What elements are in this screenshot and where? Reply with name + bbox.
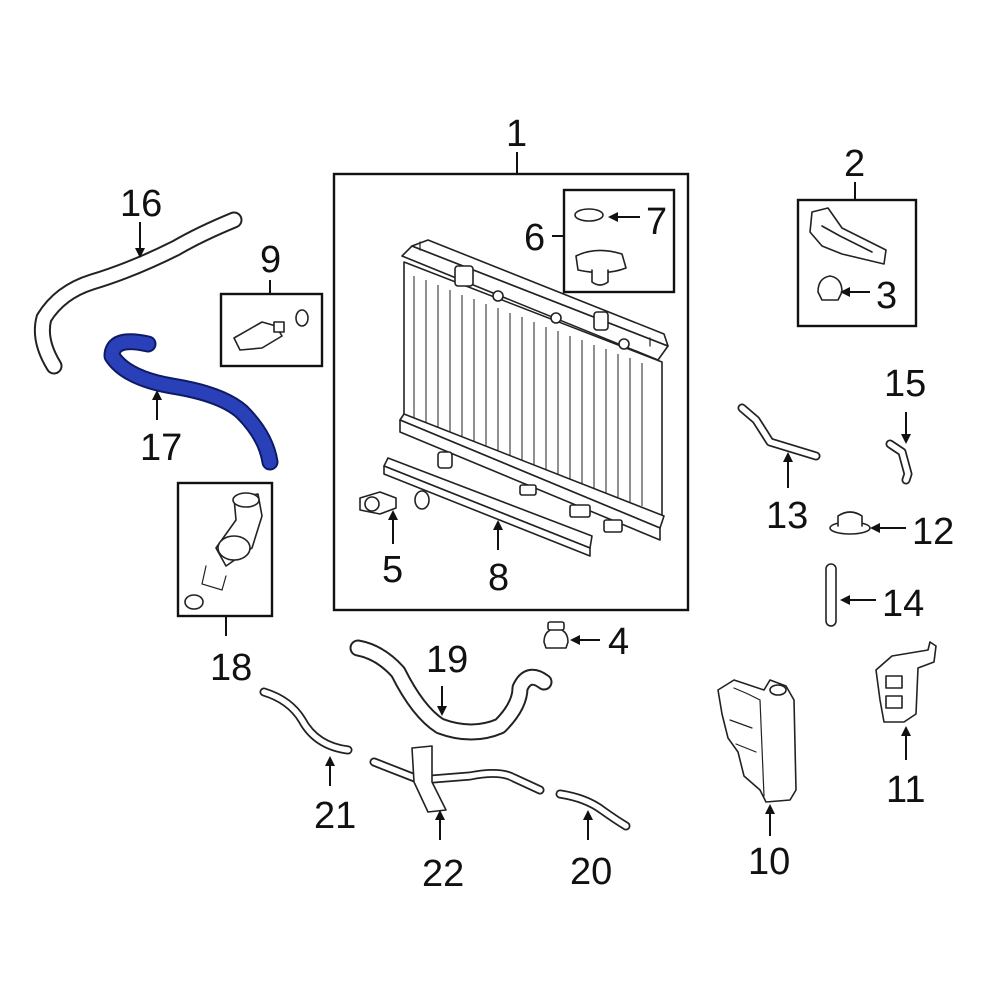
hose-16[interactable]: [33, 211, 243, 375]
hose-19[interactable]: [349, 639, 553, 741]
mount-4[interactable]: [543, 621, 569, 649]
callout-22: 22: [422, 853, 464, 895]
hose-20[interactable]: [555, 789, 631, 831]
radiator-assembly-group[interactable]: [332, 152, 690, 612]
callout-17: 17: [140, 427, 182, 469]
callout-9: 9: [260, 239, 281, 281]
hose-17-highlighted[interactable]: [103, 333, 279, 471]
callout-16: 16: [120, 183, 162, 225]
callout-13: 13: [766, 495, 808, 537]
callout-4: 4: [608, 621, 629, 663]
thermostat-housing-inset[interactable]: [176, 481, 274, 618]
pipe-22[interactable]: [369, 745, 545, 813]
callout-10: 10: [748, 841, 790, 883]
callout-12: 12: [912, 511, 954, 553]
hose-15[interactable]: [885, 439, 913, 485]
callout-15: 15: [884, 363, 926, 405]
tube-14[interactable]: [825, 563, 837, 627]
callout-labels: 1 2 3 4 5 6 7 8 9 10 11 12 13 14 15 16 1…: [120, 113, 954, 895]
callout-7: 7: [646, 201, 667, 243]
reservoir-10[interactable]: [717, 679, 797, 803]
bracket-inset[interactable]: [796, 198, 918, 328]
callout-8: 8: [488, 557, 509, 599]
callout-5: 5: [382, 549, 403, 591]
callout-3: 3: [876, 275, 897, 317]
callout-21: 21: [314, 795, 356, 837]
hose-21[interactable]: [259, 687, 353, 755]
callout-6: 6: [524, 217, 545, 259]
sensor-inset[interactable]: [219, 292, 324, 368]
callout-1: 1: [506, 113, 527, 155]
callout-2: 2: [844, 143, 865, 185]
hose-13[interactable]: [737, 403, 821, 461]
callout-11: 11: [886, 769, 925, 811]
callout-14: 14: [882, 583, 924, 625]
callout-20: 20: [570, 851, 612, 893]
callout-18: 18: [210, 647, 252, 689]
leader-lines: [135, 182, 911, 840]
bracket-11[interactable]: [875, 641, 937, 723]
radiator-cap-inset[interactable]: [562, 188, 676, 294]
cap-12[interactable]: [829, 511, 871, 535]
callout-19: 19: [426, 639, 468, 681]
